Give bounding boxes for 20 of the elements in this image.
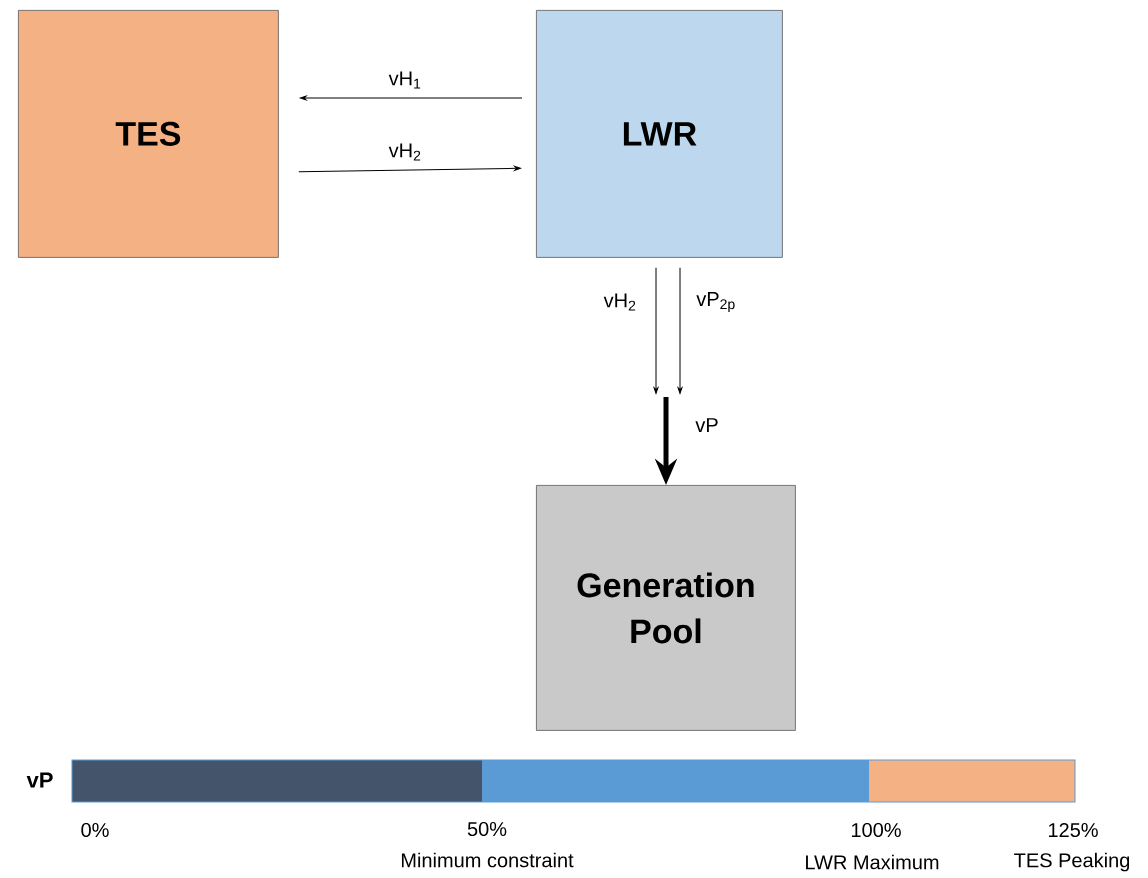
- process-box: LWR: [536, 10, 783, 258]
- scale-label: 50%: [467, 821, 507, 837]
- process-box: TES: [18, 10, 279, 258]
- arrow: [298, 165, 521, 173]
- edge-label: vP$_{2p}$: [695, 291, 737, 313]
- scale-label: LWR Maximum: [806, 854, 939, 870]
- scale-label: TES Peaking: [1014, 852, 1130, 872]
- scale-label: 0%: [81, 822, 109, 838]
- scale-label: Minimum constraint: [401, 852, 574, 868]
- edge-label: vH$_{2}$: [387, 142, 423, 162]
- arrow: [299, 95, 523, 101]
- edge-label: vH$_{2}$: [602, 292, 638, 312]
- scale-label: vP: [26, 772, 53, 788]
- edge-label: vP: [694, 417, 720, 433]
- arrow: [653, 267, 659, 394]
- scale-label: 125%: [1048, 822, 1098, 838]
- edge-label: vH$_{1}$: [387, 70, 423, 90]
- arrow: [677, 267, 683, 394]
- scale-label: 100%: [851, 822, 901, 838]
- process-box: Generation Pool: [536, 485, 796, 731]
